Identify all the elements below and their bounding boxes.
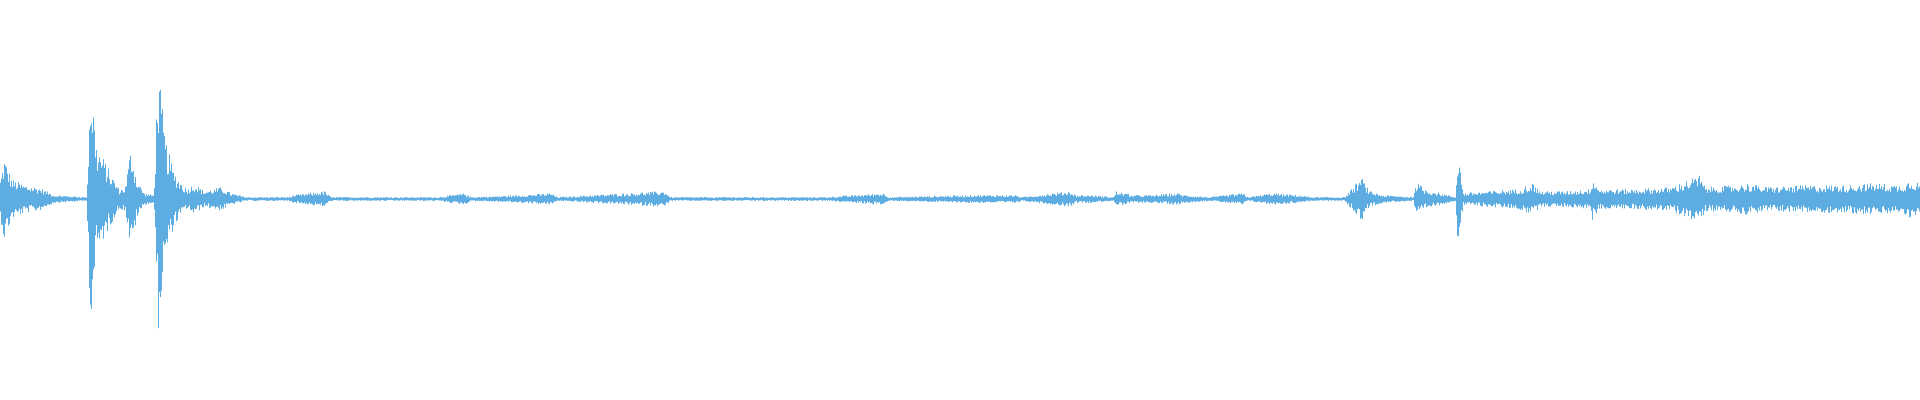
waveform-samples <box>0 89 1920 329</box>
waveform-amplitude-path <box>0 89 1920 329</box>
